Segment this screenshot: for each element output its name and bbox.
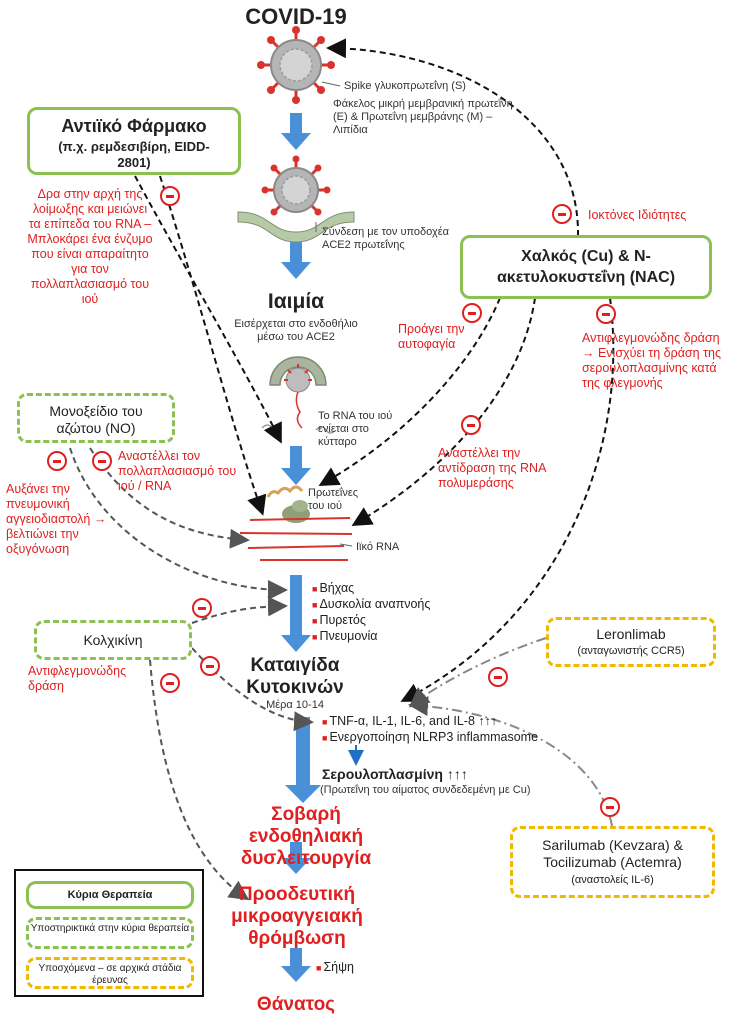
page-title: COVID-19 [245, 4, 347, 29]
copper-autophagy: Προάγει την αυτοφαγία [398, 322, 465, 351]
copper-antiviral-props: Ιοκτόνες Ιδιότητες [588, 208, 687, 222]
endothelial-dysfunction: Σοβαρή ενδοθηλιακή δυσλειτουργία [240, 804, 372, 869]
no-vasodilation: Αυξάνει την πνευμονική αγγειοδιαστολή → … [6, 482, 107, 556]
virus-icon [257, 26, 335, 104]
symptom-item: ■Πυρετός [312, 613, 366, 627]
inhibit-icon [600, 797, 620, 817]
microvascular-thrombosis: Προοδευτική μικροαγγειακή θρόμβωση [231, 884, 363, 949]
leronlimab-box: Leronlimab (ανταγωνιστής CCR5) [546, 617, 716, 667]
flow-arrows [281, 113, 321, 982]
legend-support: Υποστηρικτικά στην κύρια θεραπεία [26, 917, 194, 949]
il6-subtitle: (αναστολείς IL-6) [571, 874, 654, 886]
flow-arrow-2 [281, 240, 311, 279]
flow-arrow-3 [281, 446, 311, 485]
inhibit-icon [160, 673, 180, 693]
copper-nac-box: Χαλκός (Cu) & N-ακετυλοκυστεΐνη (NAC) [460, 235, 712, 299]
inhibit-icon [200, 656, 220, 676]
copper-polymerase: Αναστέλλει την αντίδραση της RNA πολυμερ… [438, 446, 546, 490]
antiviral-effect: Δρα στην αρχή της λοίμωξης και μειώνει τ… [27, 187, 153, 306]
colchicine-title: Κολχικίνη [83, 632, 143, 648]
flow-arrow-4 [281, 575, 311, 652]
endocytosis-icon [261, 356, 337, 434]
flow-arrow-5 [285, 717, 321, 803]
inhibit-icon [596, 304, 616, 324]
symptom-item: ■Βήχας [312, 581, 355, 595]
legend-trial-label: Υποσχόμενα – σε αρχικά στάδια έρευνας [38, 963, 182, 986]
leronlimab-subtitle: (ανταγωνιστής CCR5) [577, 645, 685, 657]
inhibit-icon [47, 451, 67, 471]
viral-proteins-label: Πρωτεΐνες του ιού [308, 487, 359, 512]
flow-arrow-6 [281, 842, 311, 874]
envelope-label: Φάκελος μικρή μεμβρανική πρωτεΐνη (E) & … [333, 98, 513, 136]
ribosome-rna-icon [239, 485, 353, 561]
inhibit-icon [160, 186, 180, 206]
flow-arrow-7 [281, 948, 311, 982]
colchicine-effect: Αντιφλεγμονώδης δράση [28, 664, 127, 693]
cytokine-list: ■TNF-α, IL-1, IL-6, and IL-8 ↑↑↑ ■Ενεργο… [322, 714, 582, 746]
no-inhibit: Αναστέλλει τον πολλαπλασιασμό του ιού / … [118, 449, 237, 493]
ceruloplasmin-note: (Πρωτεΐνη του αίματος συνδεδεμένη με Cu) [320, 784, 531, 796]
antiviral-to-rna-line [134, 175, 282, 444]
nitric-oxide-box: Μονοξείδιο του αζώτου (NO) [17, 393, 175, 443]
colchicine-to-thrombosis-line [149, 659, 250, 901]
antiviral-title: Αντιϊκό Φάρμακο [61, 116, 207, 136]
il6-title: Sarilumab (Kevzara) & Tocilizumab (Actem… [542, 837, 683, 870]
viremia-note: Εισέρχεται στο ενδοθήλιο μέσω του ACE2 [234, 318, 358, 343]
cytokine-item: ■Ενεργοποίηση NLRP3 inflammasome [322, 730, 539, 744]
symptom-list: ■Βήχας ■Δυσκολία αναπνοής ■Πυρετός ■Πνευ… [312, 581, 472, 645]
symptom-item: ■Δυσκολία αναπνοής [312, 597, 431, 611]
rna-inject-label: Το RNA του ιού ενίεται στο κύτταρο [318, 410, 393, 448]
ceruloplasmin-label: Σερουλοπλασμίνη ↑↑↑ [322, 766, 468, 782]
inhibit-icon [92, 451, 112, 471]
virus-binding-icon [237, 155, 355, 243]
flow-arrow-1 [281, 113, 311, 150]
cytokine-storm-title: Καταιγίδα Κυτοκινών [246, 655, 344, 698]
no-title: Μονοξείδιο του αζώτου (NO) [49, 403, 143, 436]
colchicine-box: Κολχικίνη [34, 620, 192, 660]
storm-days: Μέρα 10-14 [266, 699, 324, 711]
spike-label: Spike γλυκοπρωτεΐνη (S) [344, 80, 466, 92]
inhibit-icon [488, 667, 508, 687]
il6-inhibitors-box: Sarilumab (Kevzara) & Tocilizumab (Actem… [510, 826, 715, 898]
leronlimab-title: Leronlimab [596, 626, 666, 642]
legend: Κύρια Θεραπεία Υποστηρικτικά στην κύρια … [14, 869, 204, 997]
sepsis-item: ■Σήψη [316, 960, 354, 974]
legend-main: Κύρια Θεραπεία [26, 881, 194, 909]
death-label: Θάνατος [256, 994, 336, 1015]
copper-to-cytokine-line [400, 297, 615, 702]
antiviral-subtitle: (π.χ. ρεμδεσιβίρη, EIDD-2801) [58, 139, 210, 170]
inhibit-icon [461, 415, 481, 435]
legend-trial: Υποσχόμενα – σε αρχικά στάδια έρευνας [26, 957, 194, 989]
binding-label: Σύνδεση με τον υποδοχέα ACE2 πρωτεΐνης [322, 226, 450, 251]
cytokine-item: ■TNF-α, IL-1, IL-6, and IL-8 ↑↑↑ [322, 714, 498, 728]
legend-support-label: Υποστηρικτικά στην κύρια θεραπεία [30, 923, 190, 934]
viral-rna-label: Ιϊκό RNA [356, 541, 400, 553]
legend-main-label: Κύρια Θεραπεία [67, 889, 153, 901]
leronlimab-to-cytokine-line [408, 637, 547, 708]
copper-to-rna-line [318, 297, 501, 486]
inhibit-icon [192, 598, 212, 618]
inhibit-icon [552, 204, 572, 224]
copper-title: Χαλκός (Cu) & N-ακετυλοκυστεΐνη (NAC) [496, 248, 676, 286]
copper-to-virus-line [326, 38, 580, 237]
viremia-title: Ιαιμία [267, 290, 325, 313]
copper-anti-inflammatory: Αντιφλεγμονώδης δράση → Ενισχύει τη δράσ… [582, 331, 721, 390]
antiviral-box: Αντιϊκό Φάρμακο (π.χ. ρεμδεσιβίρη, EIDD-… [27, 107, 241, 175]
symptom-item: ■Πνευμονία [312, 629, 378, 643]
colchicine-to-symptoms-line [191, 596, 288, 624]
antiviral-to-rna-line-2 [159, 175, 267, 516]
inhibit-icon [462, 303, 482, 323]
